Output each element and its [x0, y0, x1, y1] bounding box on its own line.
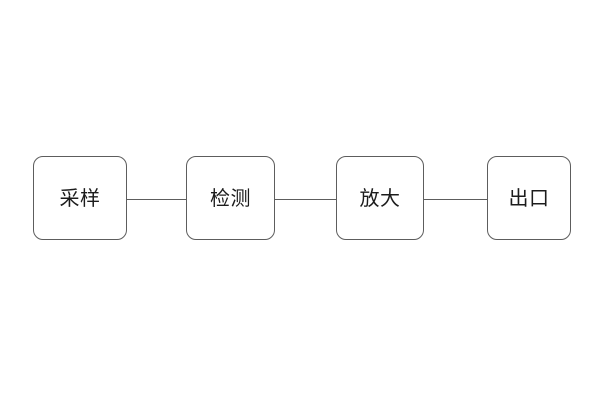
connector-sampling-to-detection — [127, 199, 186, 200]
flow-node-output[interactable]: 出口 — [487, 156, 571, 240]
connector-amplification-to-output — [424, 199, 487, 200]
flow-node-detection-label: 检测 — [210, 186, 251, 210]
flow-node-amplification-label: 放大 — [359, 186, 401, 210]
flow-node-detection[interactable]: 检测 — [186, 156, 275, 240]
connector-detection-to-amplification — [275, 199, 336, 200]
flow-node-output-label: 出口 — [508, 186, 550, 210]
flow-node-sampling[interactable]: 采样 — [33, 156, 127, 240]
flow-node-sampling-label: 采样 — [59, 186, 101, 210]
flow-node-amplification[interactable]: 放大 — [336, 156, 424, 240]
